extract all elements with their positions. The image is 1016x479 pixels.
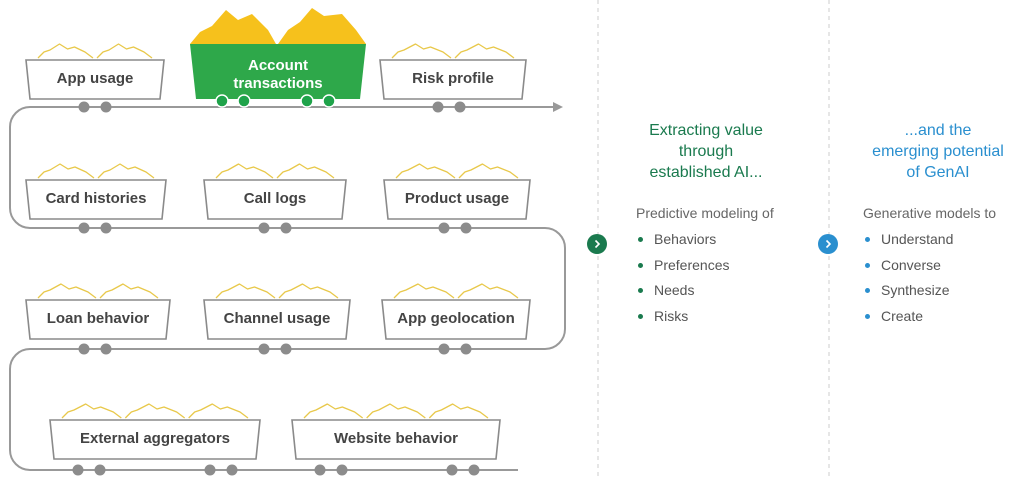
ore-pile-outline (458, 163, 519, 179)
ore-pile-outline (215, 163, 274, 179)
cart-body (291, 419, 501, 460)
list-item: Behaviors (636, 227, 816, 253)
cart-wheel (78, 343, 90, 355)
track-line (9, 106, 566, 471)
cart-wheel (460, 343, 472, 355)
cart-wheel (468, 464, 480, 476)
genai-intro: Generative models to (863, 205, 997, 221)
cart-body (25, 179, 167, 220)
cart-wheel (438, 222, 450, 234)
cart-wheel (78, 222, 90, 234)
list-item: Understand (863, 227, 1013, 253)
ore-pile-outline (215, 283, 276, 299)
ore-pile-outline (395, 163, 456, 179)
cart-wheel (258, 343, 270, 355)
cart-wheel (100, 101, 112, 113)
cart-wheel (314, 464, 326, 476)
ore-pile-filled (278, 8, 366, 44)
ore-pile-outline (37, 283, 97, 299)
cart-wheel (300, 94, 314, 108)
ore-pile-outline (454, 43, 515, 59)
cart-wheel (100, 222, 112, 234)
cart-wheel (432, 101, 444, 113)
cart-body (203, 179, 347, 220)
list-item: Synthesize (863, 278, 1013, 304)
list-item: Create (863, 304, 1013, 330)
established-ai-panel: Extracting value through established AI.… (636, 120, 816, 329)
cart-wheel (280, 343, 292, 355)
cart-body (383, 179, 531, 220)
ore-pile-outline (428, 403, 489, 419)
ore-pile-filled (190, 10, 276, 44)
cart-wheel (100, 343, 112, 355)
chevron-right-icon (587, 234, 607, 254)
ore-pile-outline (96, 43, 153, 59)
cart-wheel (454, 101, 466, 113)
cart-wheel (258, 222, 270, 234)
ore-pile-outline (97, 163, 155, 179)
ore-pile-outline (303, 403, 364, 419)
established-ai-list: Behaviors Preferences Needs Risks (636, 227, 816, 329)
ore-pile-outline (276, 163, 335, 179)
ore-pile-outline (61, 403, 122, 419)
ore-pile-outline (37, 163, 95, 179)
cart-wheel (336, 464, 348, 476)
list-item: Needs (636, 278, 816, 304)
track-arrowhead (553, 102, 563, 112)
chevron-right-icon (818, 234, 838, 254)
cart-wheel (94, 464, 106, 476)
genai-title: ...and the emerging potential of GenAI (872, 122, 1004, 181)
cart-body (203, 299, 351, 340)
ore-pile-outline (366, 403, 426, 419)
cart-body (379, 59, 527, 100)
genai-list: Understand Converse Synthesize Create (863, 227, 1013, 329)
ore-pile-outline (391, 43, 452, 59)
cart-wheel (438, 343, 450, 355)
established-ai-title: Extracting value through established AI.… (649, 122, 763, 181)
cart-wheel (460, 222, 472, 234)
list-item: Converse (863, 253, 1013, 279)
cart-wheel (280, 222, 292, 234)
ore-pile-outline (188, 403, 249, 419)
cart-body (25, 299, 171, 340)
cart-body-highlight (190, 44, 366, 99)
cart-wheel (72, 464, 84, 476)
ore-pile-outline (393, 283, 455, 299)
ore-pile-outline (37, 43, 94, 59)
cart-body (25, 59, 165, 100)
established-ai-intro: Predictive modeling of (636, 205, 774, 221)
cart-wheel (446, 464, 458, 476)
cart-wheel (215, 94, 229, 108)
cart-wheel (78, 101, 90, 113)
genai-panel: ...and the emerging potential of GenAI G… (863, 120, 1013, 329)
cart-wheel (226, 464, 238, 476)
cart-wheel (204, 464, 216, 476)
ore-pile-outline (124, 403, 186, 419)
list-item: Risks (636, 304, 816, 330)
cart-body (381, 299, 531, 340)
ore-pile-outline (99, 283, 159, 299)
cart-body (49, 419, 261, 460)
cart-wheel (322, 94, 336, 108)
ore-pile-outline (457, 283, 519, 299)
list-item: Preferences (636, 253, 816, 279)
ore-pile-outline (278, 283, 339, 299)
cart-wheel (237, 94, 251, 108)
